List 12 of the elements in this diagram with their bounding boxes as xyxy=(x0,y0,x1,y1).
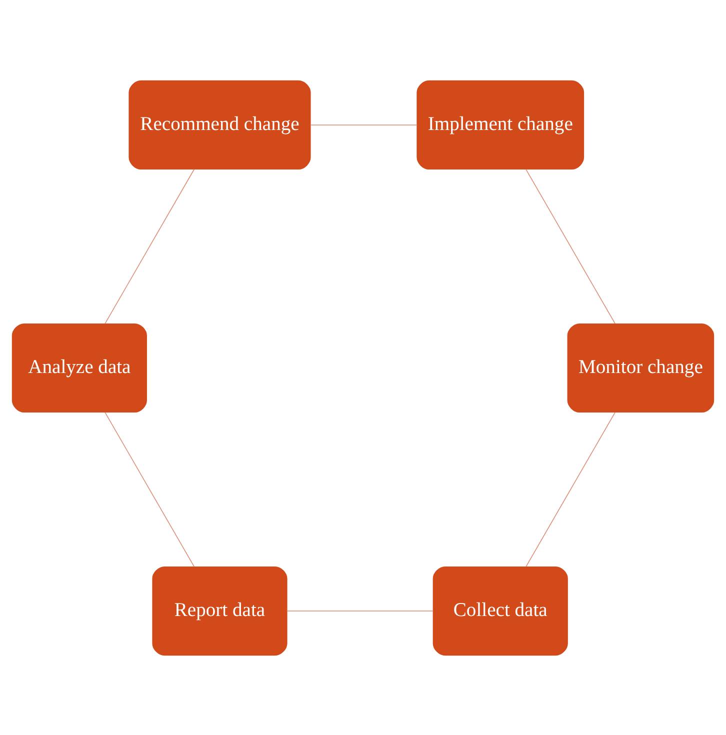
connector xyxy=(526,168,616,324)
node-box: Analyze data xyxy=(12,322,147,412)
connector xyxy=(526,411,616,567)
node-box: Recommend change xyxy=(128,80,311,170)
connector xyxy=(310,124,418,125)
node-box: Implement change xyxy=(416,80,584,170)
node-box: Monitor change xyxy=(567,322,714,412)
connector xyxy=(104,412,195,567)
node-box: Report data xyxy=(152,566,288,656)
connector xyxy=(286,610,434,611)
connector xyxy=(104,168,194,324)
node-box: Collect data xyxy=(432,566,568,656)
